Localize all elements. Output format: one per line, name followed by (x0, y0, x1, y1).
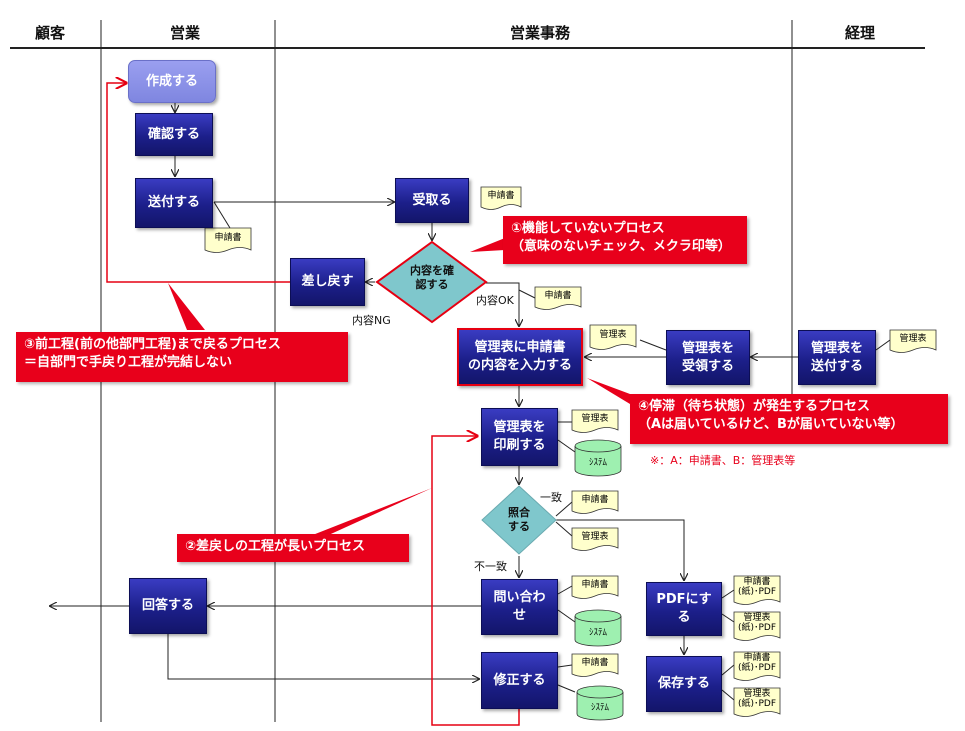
doc-table: 管理表 (581, 532, 609, 542)
doc-table: 管理表 (581, 414, 609, 424)
doc-table: 管理表 (599, 330, 627, 340)
connector (875, 339, 891, 351)
callout-pointer (470, 238, 505, 252)
connector (557, 684, 576, 693)
step-create[interactable]: 作成する (128, 60, 216, 103)
step-receive[interactable]: 受取る (395, 178, 469, 223)
connector (213, 201, 231, 229)
branch-label-ok: 内容OK (476, 294, 514, 307)
document-shapes (204, 186, 937, 717)
lane-header-customer: 顧客 (34, 24, 65, 42)
step-send[interactable]: 送付する (135, 178, 213, 228)
doc-application: 申請書 (581, 580, 609, 590)
connector (557, 664, 573, 668)
db-system: ｼｽﾃﾑ (588, 458, 607, 468)
step-inquire[interactable]: 問い合わ せ (481, 579, 558, 635)
connector (557, 439, 576, 453)
step-print-table[interactable]: 管理表を 印刷する (481, 408, 558, 466)
doc-application: 申請書 (581, 658, 609, 668)
connector (639, 339, 667, 351)
step-fix[interactable]: 修正する (481, 652, 558, 709)
connector (721, 689, 735, 701)
connector (721, 664, 735, 676)
callout-pointer (300, 488, 432, 548)
note-abbreviations: ※：A：申請書、B：管理表等 (650, 454, 796, 467)
doc-table-paper-pdf: 管理表 (紙)･PDF (737, 689, 777, 710)
step-send-table[interactable]: 管理表を 送付する (798, 330, 876, 385)
doc-application: 申請書 (214, 233, 242, 243)
connector (557, 609, 576, 623)
connector (557, 585, 573, 595)
callout-4: ④停滞（待ち状態）が発生するプロセス （Aは届いているけど、Bが届いていない等） (630, 394, 948, 444)
branch-label-match: 一致 (540, 491, 562, 504)
step-input-table[interactable]: 管理表に申請書 の内容を入力する (457, 328, 583, 386)
db-system: ｼｽﾃﾑ (590, 703, 609, 713)
step-answer[interactable]: 回答する (129, 578, 207, 634)
callout-pointer (587, 378, 630, 404)
decision-match-label: 照合 する (508, 506, 530, 534)
decision-check-content-label: 内容を確 認する (410, 264, 454, 292)
decision-match (481, 485, 557, 555)
rework-connector (106, 83, 290, 283)
connector (721, 613, 735, 623)
doc-application-paper-pdf: 申請書 (紙)･PDF (737, 577, 777, 598)
doc-application: 申請書 (544, 291, 572, 301)
connector (486, 282, 519, 326)
database-shapes (574, 439, 624, 721)
step-to-pdf[interactable]: PDFにす る (646, 582, 722, 636)
step-send-back[interactable]: 差し戻す (290, 258, 365, 306)
connector (518, 289, 536, 299)
connector (555, 501, 573, 517)
doc-table-paper-pdf: 管理表 (紙)･PDF (737, 613, 777, 634)
decision-check-content (375, 240, 488, 324)
callout-2: ②差戻しの工程が長いプロセス (177, 534, 409, 562)
connector (167, 634, 479, 679)
lane-header-accounting: 経理 (844, 24, 875, 42)
doc-application: 申請書 (487, 191, 515, 201)
doc-application-paper-pdf: 申請書 (紙)･PDF (737, 653, 777, 674)
callout-3: ③前工程(前の他部門工程)まで戻るプロセス ＝自部門で手戻り工程が完結しない (16, 332, 348, 382)
step-confirm[interactable]: 確認する (135, 113, 213, 156)
callout-pointer (168, 283, 205, 330)
callout-1: ①機能していないプロセス （意味のないチェック、メクラ印等） (503, 216, 747, 264)
doc-application: 申請書 (581, 495, 609, 505)
step-save[interactable]: 保存する (646, 656, 722, 712)
connector (556, 519, 684, 580)
step-receive-table[interactable]: 管理表を 受領する (666, 330, 750, 385)
lane-header-sales-admin: 営業事務 (509, 24, 570, 42)
branch-label-ng: 内容NG (352, 314, 391, 327)
rework-connector (431, 436, 520, 726)
connector (721, 589, 735, 599)
lane-header-sales: 営業 (169, 24, 200, 42)
db-system: ｼｽﾃﾑ (588, 628, 607, 638)
branch-label-mismatch: 不一致 (474, 560, 507, 573)
doc-table: 管理表 (899, 334, 927, 344)
connector (555, 521, 573, 537)
